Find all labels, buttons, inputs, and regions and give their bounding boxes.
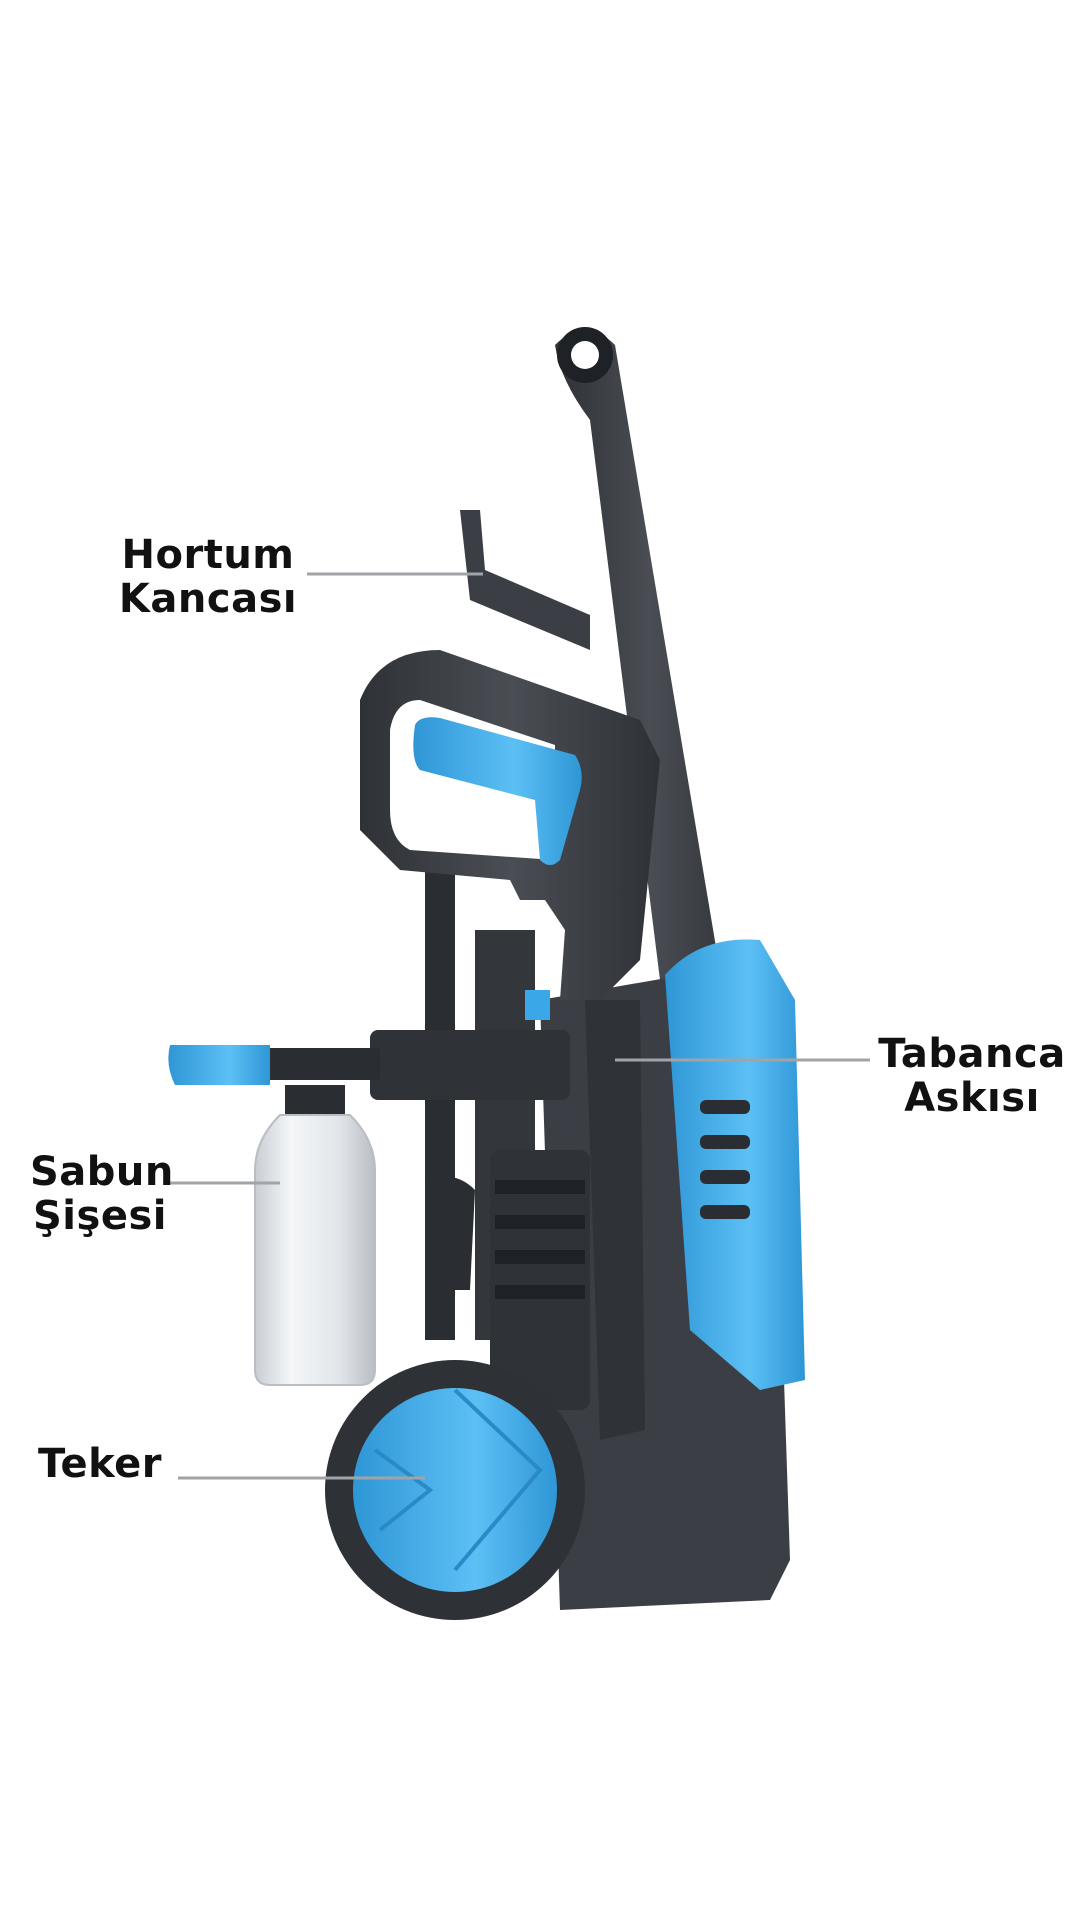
soap-bottle [254,1114,376,1386]
gun-trigger-blue [413,717,582,865]
vent-slot [700,1205,750,1219]
label-wheel-line1: Teker [38,1441,162,1487]
label-hose-hook: Hortum Kancası [113,533,303,621]
bottle-cap [285,1085,345,1115]
label-wheel: Teker [38,1442,162,1486]
hose-hook [460,510,590,650]
blue-side-panel [665,939,805,1390]
vent-slot [700,1135,750,1149]
label-soap-bottle-line2: Şişesi [33,1193,167,1239]
nozzle-tip-blue [168,1045,270,1085]
vent-slot [700,1170,750,1184]
carry-handle [555,330,745,1140]
label-soap-bottle: Sabun Şişesi [30,1149,174,1239]
label-hose-hook-line2: Kancası [118,576,298,622]
nozzle-connector [370,1030,570,1100]
vent-slot [700,1100,750,1114]
hose-coupling [430,1176,475,1290]
label-gun-holder-line1: Tabanca [878,1031,1066,1077]
gun-holder-clip [525,990,550,1020]
gun-barrel [585,1000,645,1440]
nozzle-body [260,1048,380,1080]
label-gun-holder: Tabanca Askısı [872,1032,1072,1120]
label-soap-bottle-line1: Sabun [30,1149,174,1195]
wheel-hub [353,1388,557,1592]
label-hose-hook-line1: Hortum [121,532,295,578]
label-gun-holder-line2: Askısı [904,1075,1040,1121]
